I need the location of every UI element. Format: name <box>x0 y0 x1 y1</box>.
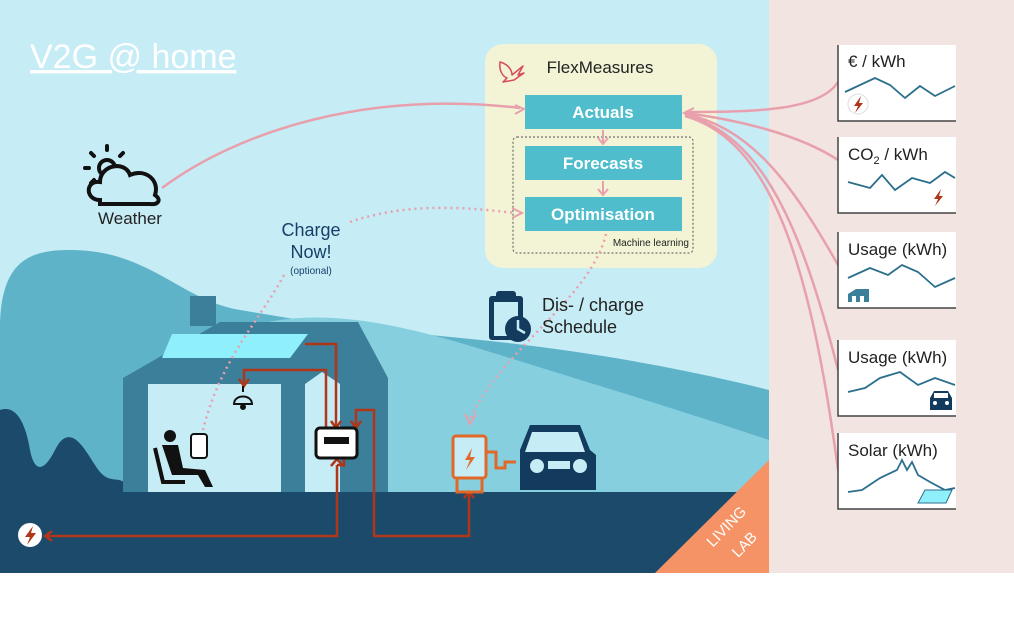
usage-house-line <box>684 112 840 266</box>
car-icon <box>520 425 596 490</box>
car-icon <box>930 391 952 410</box>
panel-solar-label: Solar (kWh) <box>848 441 938 460</box>
ev-charger-icon <box>451 434 516 494</box>
charge-now-to-optimisation-line <box>349 206 516 224</box>
step-forecasts <box>525 146 682 180</box>
person-with-phone-icon <box>153 430 213 487</box>
panel-price-sparkline <box>844 77 956 100</box>
data-panels: € / kWh CO2 / kWh Usage (kWh) <box>837 45 956 510</box>
panel-usage-car-sparkline <box>847 371 956 393</box>
step-optimisation-label: Optimisation <box>551 205 655 224</box>
weather-icon <box>83 144 161 207</box>
panel-co2-sub: 2 <box>874 155 880 167</box>
charge-now-line1: Charge <box>281 220 340 240</box>
arrow-forecasts-optimisation <box>597 181 609 197</box>
schedule-line1: Dis- / charge <box>542 295 644 315</box>
weather-to-actuals-line <box>161 102 521 190</box>
page-title: V2G @ home <box>30 38 237 76</box>
panel-price-label: € / kWh <box>848 52 906 71</box>
hummingbird-logo-icon <box>499 61 525 83</box>
panel-usage-house-label: Usage (kWh) <box>848 240 947 259</box>
usage-car-line <box>684 113 840 371</box>
schedule-to-charger-line <box>468 233 608 421</box>
ground <box>0 492 769 573</box>
panel-co2-label: CO <box>848 145 874 164</box>
roof-window <box>162 334 308 358</box>
grid-lightning-icon <box>18 523 42 547</box>
solar-panel-icon <box>917 489 953 504</box>
arrow-actuals-forecasts <box>597 130 609 146</box>
lamp-icon <box>232 386 254 410</box>
electric-meter-icon <box>314 426 359 460</box>
panel-usage-car-label: Usage (kWh) <box>848 348 947 367</box>
machine-learning-label: Machine learning <box>613 238 689 249</box>
flexmeasures-title: FlexMeasures <box>547 58 654 77</box>
step-actuals <box>525 95 682 129</box>
flexmeasures-box: FlexMeasures Actuals Forecasts Optimisat… <box>485 44 717 268</box>
co2-line <box>684 111 839 162</box>
panel-usage-car: Usage (kWh) <box>837 340 956 417</box>
data-flow-lines <box>161 81 840 471</box>
schedule-line2: Schedule <box>542 317 617 337</box>
charge-now-note: (optional) <box>290 266 332 277</box>
panel-co2-sparkline <box>847 170 956 192</box>
panel-price: € / kWh <box>837 45 956 122</box>
panel-usage-house: Usage (kWh) <box>837 232 956 309</box>
user-to-charge-now-line <box>201 274 286 431</box>
charge-now-line2: Now! <box>290 242 331 262</box>
dotted-lines <box>201 206 608 431</box>
step-actuals-label: Actuals <box>572 103 633 122</box>
svg-text:CO2 / kWh: CO2 / kWh <box>848 145 928 167</box>
house-icon <box>848 289 869 302</box>
step-optimisation <box>525 197 682 231</box>
weather-label: Weather <box>98 209 162 228</box>
price-line <box>684 81 840 114</box>
panel-co2: CO2 / kWh <box>837 137 956 214</box>
panel-usage-house-sparkline <box>847 263 956 289</box>
panel-co2-suffix: / kWh <box>880 145 928 164</box>
step-forecasts-label: Forecasts <box>563 154 643 173</box>
panel-solar: Solar (kWh) <box>837 433 956 510</box>
panel-solar-sparkline <box>847 457 956 493</box>
solar-line <box>684 114 840 471</box>
schedule-clipboard-icon <box>489 291 531 342</box>
living-lab-badge <box>655 460 769 573</box>
